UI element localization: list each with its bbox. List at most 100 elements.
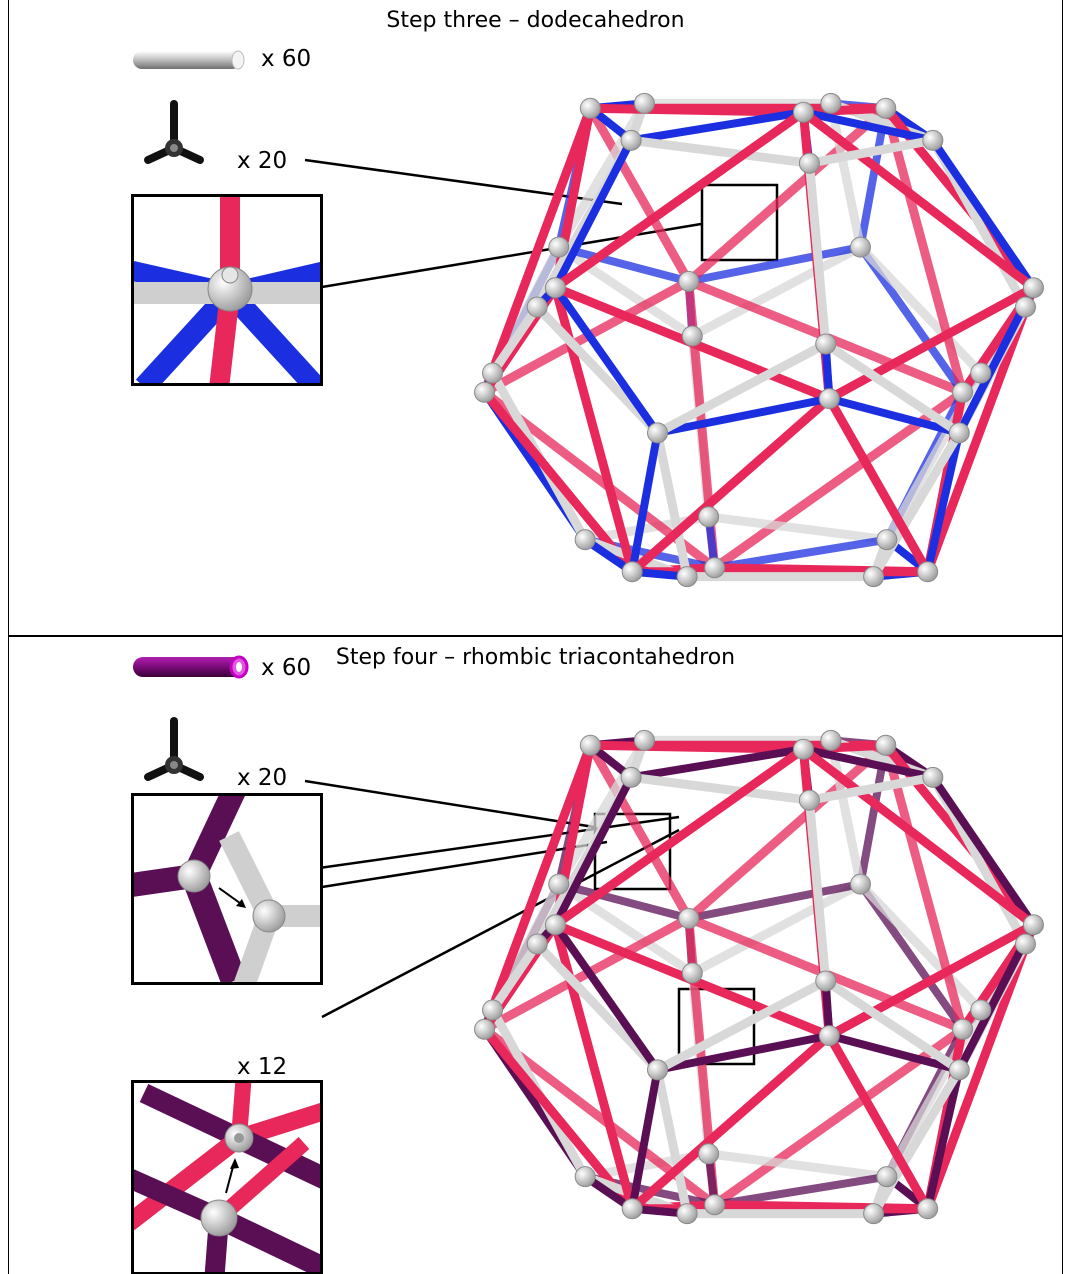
three-way-connector-icon — [144, 100, 204, 164]
strut — [554, 242, 697, 341]
connector-node — [676, 1203, 698, 1225]
connector-node — [544, 914, 566, 936]
strut — [855, 879, 986, 1015]
connector-node — [548, 873, 570, 895]
connector-node — [574, 1166, 596, 1188]
connector-node — [875, 734, 897, 756]
strut — [627, 1031, 834, 1214]
connector-node — [681, 325, 703, 347]
strut — [687, 242, 865, 341]
connector-node — [863, 1203, 885, 1225]
connector-node — [815, 970, 837, 992]
connector-closeup — [134, 1083, 320, 1272]
connector-closeup — [134, 197, 320, 383]
strut-count: x 60 — [261, 46, 312, 72]
strut — [821, 339, 964, 438]
connector-node — [647, 1059, 669, 1081]
strut-count: x 60 — [261, 655, 312, 681]
connector-node — [876, 529, 898, 551]
strut — [804, 135, 938, 168]
strut — [826, 735, 865, 889]
connector-node — [574, 529, 596, 551]
connector-node — [792, 738, 814, 760]
strut — [554, 879, 697, 978]
strut — [799, 745, 937, 782]
connector-node — [633, 729, 655, 751]
connector-node — [820, 729, 842, 751]
strut — [684, 740, 891, 923]
step-four-diagram — [133, 655, 1044, 1225]
connector-node — [849, 236, 871, 258]
connector-node — [676, 566, 698, 588]
strut — [923, 428, 964, 576]
strut — [585, 740, 694, 923]
connector-node — [798, 789, 820, 811]
zoom-inset-five-way — [131, 1080, 323, 1274]
strut — [710, 1172, 891, 1209]
strut — [804, 158, 831, 349]
connector-node — [698, 1143, 720, 1165]
strut — [551, 283, 662, 437]
strut — [869, 428, 964, 582]
connector-node — [970, 362, 992, 384]
strut — [532, 302, 663, 438]
connector-node — [704, 1194, 726, 1216]
strut — [488, 939, 542, 1015]
connector-node — [820, 92, 842, 114]
strut — [532, 939, 663, 1075]
connector-node — [620, 766, 642, 788]
strut — [684, 880, 865, 923]
strut — [585, 740, 808, 754]
strut — [627, 745, 808, 782]
strut — [928, 136, 1038, 292]
strut — [804, 772, 938, 805]
connector-node — [849, 873, 871, 895]
step-three-diagram — [133, 50, 1044, 588]
strut — [554, 880, 693, 923]
connector-node — [922, 766, 944, 788]
purple-strut-icon — [133, 655, 249, 679]
strut — [710, 535, 891, 572]
strut — [488, 302, 542, 378]
strut — [585, 103, 808, 117]
connector-node — [917, 561, 939, 583]
strut — [550, 107, 808, 293]
strut — [824, 283, 1038, 404]
connector-node — [818, 1025, 840, 1047]
strut — [653, 976, 831, 1075]
connector-count: x 20 — [237, 148, 288, 174]
strut — [928, 773, 1038, 929]
connector-node — [875, 97, 897, 119]
strut — [824, 394, 933, 577]
panel-title: Step three – dodecahedron — [386, 8, 685, 33]
connector-node — [970, 999, 992, 1021]
strut — [825, 1031, 964, 1074]
connector-node — [704, 557, 726, 579]
connector-count: x 20 — [237, 765, 288, 791]
strut — [824, 1031, 933, 1214]
strut — [551, 920, 662, 1074]
strut — [585, 103, 694, 286]
connector-node — [876, 1166, 898, 1188]
strut — [855, 242, 986, 378]
strut — [480, 387, 637, 577]
panel-step-four: Step four – rhombic triacontahedron — [8, 636, 1063, 1274]
connector-node — [474, 1018, 496, 1040]
zoom-inset-connector — [131, 194, 323, 386]
rhombic-triacontahedron-model — [474, 729, 1044, 1225]
strut — [798, 107, 1038, 293]
connector-node — [474, 381, 496, 403]
strut — [684, 103, 891, 286]
connector-node — [678, 907, 700, 929]
connector-node — [1022, 914, 1044, 936]
strut — [627, 108, 808, 145]
strut — [653, 1065, 692, 1219]
connector-node — [621, 1198, 643, 1220]
connector-node — [621, 561, 643, 583]
connector-node — [952, 1018, 974, 1040]
connector-node — [917, 1198, 939, 1220]
strut — [628, 1065, 662, 1213]
strut — [554, 735, 649, 889]
connector-node — [620, 129, 642, 151]
connector-node — [633, 92, 655, 114]
